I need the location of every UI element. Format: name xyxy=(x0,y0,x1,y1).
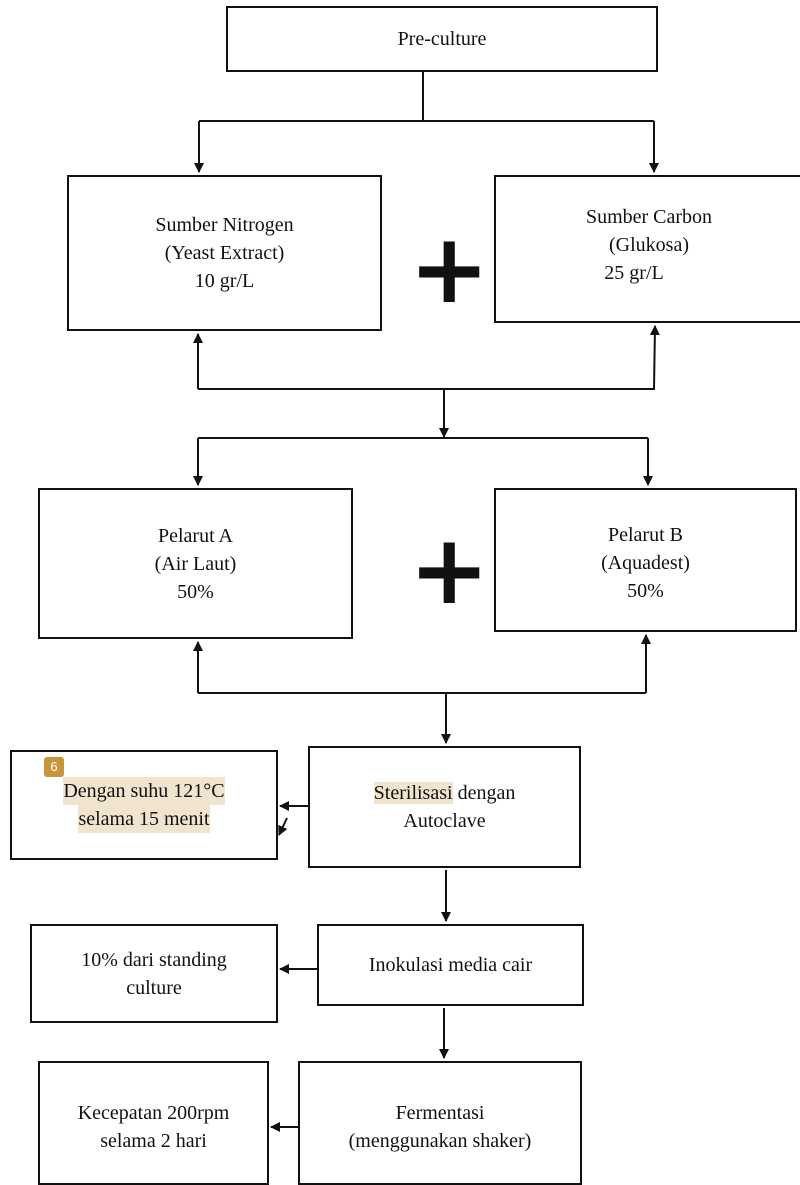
pelarut-a-title: Pelarut A xyxy=(158,524,233,547)
sterilisasi-highlight: Sterilisasi xyxy=(373,782,453,804)
sterilisasi-node: Sterilisasi dengan Autoclave xyxy=(308,746,581,868)
arrow-to-suhu-small xyxy=(278,817,288,836)
nitrogen-title: Sumber Nitrogen xyxy=(155,214,294,236)
carbon-source-node: Sumber Carbon (Glukosa) 25 gr/L xyxy=(494,175,800,323)
comment-badge[interactable]: 6 xyxy=(44,757,64,777)
pelarut-b-title: Pelarut B xyxy=(608,524,683,546)
pelarut-b-amount: 50% xyxy=(627,580,664,602)
nitrogen-amount: 10 gr/L xyxy=(194,270,255,292)
standing-culture-node: 10% dari standing culture xyxy=(30,924,278,1023)
pelarut-b-node: Pelarut B (Aquadest) 50% xyxy=(494,488,797,632)
kecepatan-line-2: selama 2 hari xyxy=(100,1130,207,1152)
nitrogen-source-node: Sumber Nitrogen (Yeast Extract) 10 gr/L xyxy=(67,175,382,331)
fermentasi-line-2: (menggunakan shaker) xyxy=(348,1130,532,1152)
fermentasi-line-1: Fermentasi xyxy=(395,1102,485,1124)
suhu-line-2: selama 15 menit xyxy=(78,805,210,833)
standing-line-1: 10% dari standing xyxy=(81,948,227,971)
sterilisasi-line-1: Sterilisasi dengan xyxy=(373,779,516,807)
inokulasi-node: Inokulasi media cair xyxy=(317,924,584,1006)
carbon-subtitle: (Glukosa) xyxy=(609,234,689,256)
carbon-amount: 25 gr/L xyxy=(604,262,664,284)
pelarut-b-subtitle: (Aquadest) xyxy=(601,552,690,574)
pelarut-a-subtitle: (Air Laut) xyxy=(154,552,237,575)
kecepatan-line-1: Kecepatan 200rpm xyxy=(77,1102,230,1124)
preculture-node: Pre-culture xyxy=(226,6,658,72)
inokulasi-label: Inokulasi media cair xyxy=(368,954,533,976)
kecepatan-node: Kecepatan 200rpm selama 2 hari xyxy=(38,1061,269,1185)
pelarut-a-amount: 50% xyxy=(177,580,214,603)
suhu-line-1: Dengan suhu 121°C xyxy=(63,777,225,805)
nitrogen-subtitle: (Yeast Extract) xyxy=(164,242,285,264)
preculture-label: Pre-culture xyxy=(397,28,487,50)
arrow-up-carbon xyxy=(649,325,660,390)
pelarut-a-node: Pelarut A (Air Laut) 50% xyxy=(38,488,353,639)
plus-icon-2: + xyxy=(409,514,490,626)
standing-line-2: culture xyxy=(126,976,182,999)
carbon-title: Sumber Carbon xyxy=(585,206,713,228)
sterilisasi-rest: dengan xyxy=(452,782,516,804)
fermentasi-node: Fermentasi (menggunakan shaker) xyxy=(298,1061,582,1185)
plus-icon: + xyxy=(409,213,490,325)
sterilisasi-line-2: Autoclave xyxy=(403,810,486,832)
